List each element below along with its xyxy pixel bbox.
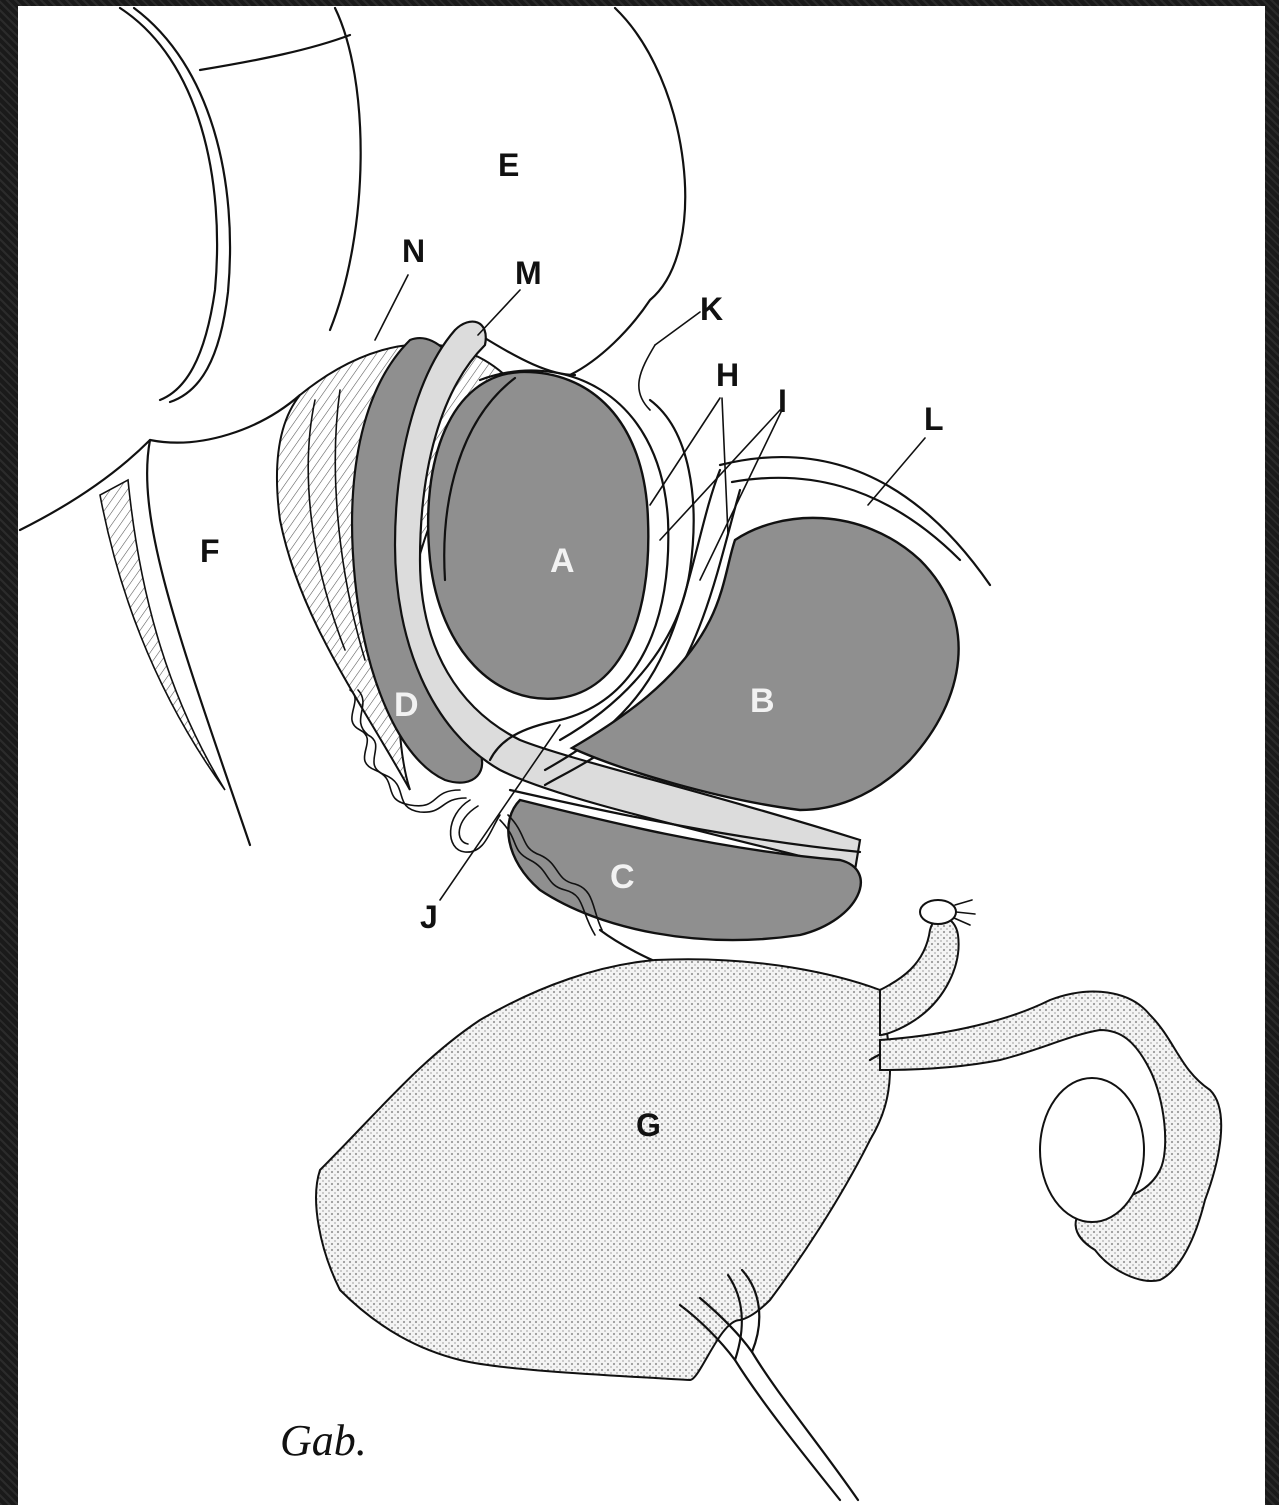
illustration-paper: E F N M K H I L J G A B C D Gab. bbox=[18, 6, 1265, 1505]
anatomical-diagram: E F N M K H I L J G A B C D Gab. bbox=[18, 6, 1265, 1505]
label-a: A bbox=[550, 542, 575, 580]
label-j: J bbox=[420, 899, 438, 935]
label-c: C bbox=[610, 858, 635, 896]
tube-and-ovary bbox=[880, 900, 1221, 1281]
label-m: M bbox=[515, 255, 542, 291]
structure-e bbox=[330, 8, 685, 375]
label-i: I bbox=[778, 383, 787, 419]
label-e: E bbox=[498, 147, 519, 183]
label-l: L bbox=[924, 401, 944, 437]
artist-signature: Gab. bbox=[280, 1416, 367, 1465]
structure-a bbox=[428, 372, 648, 699]
label-d: D bbox=[394, 686, 419, 724]
label-g: G bbox=[636, 1107, 661, 1143]
label-n: N bbox=[402, 233, 425, 269]
label-b: B bbox=[750, 682, 775, 720]
label-k: K bbox=[700, 291, 723, 327]
label-f: F bbox=[200, 533, 220, 569]
label-h: H bbox=[716, 357, 739, 393]
lower-tube bbox=[680, 1270, 858, 1500]
